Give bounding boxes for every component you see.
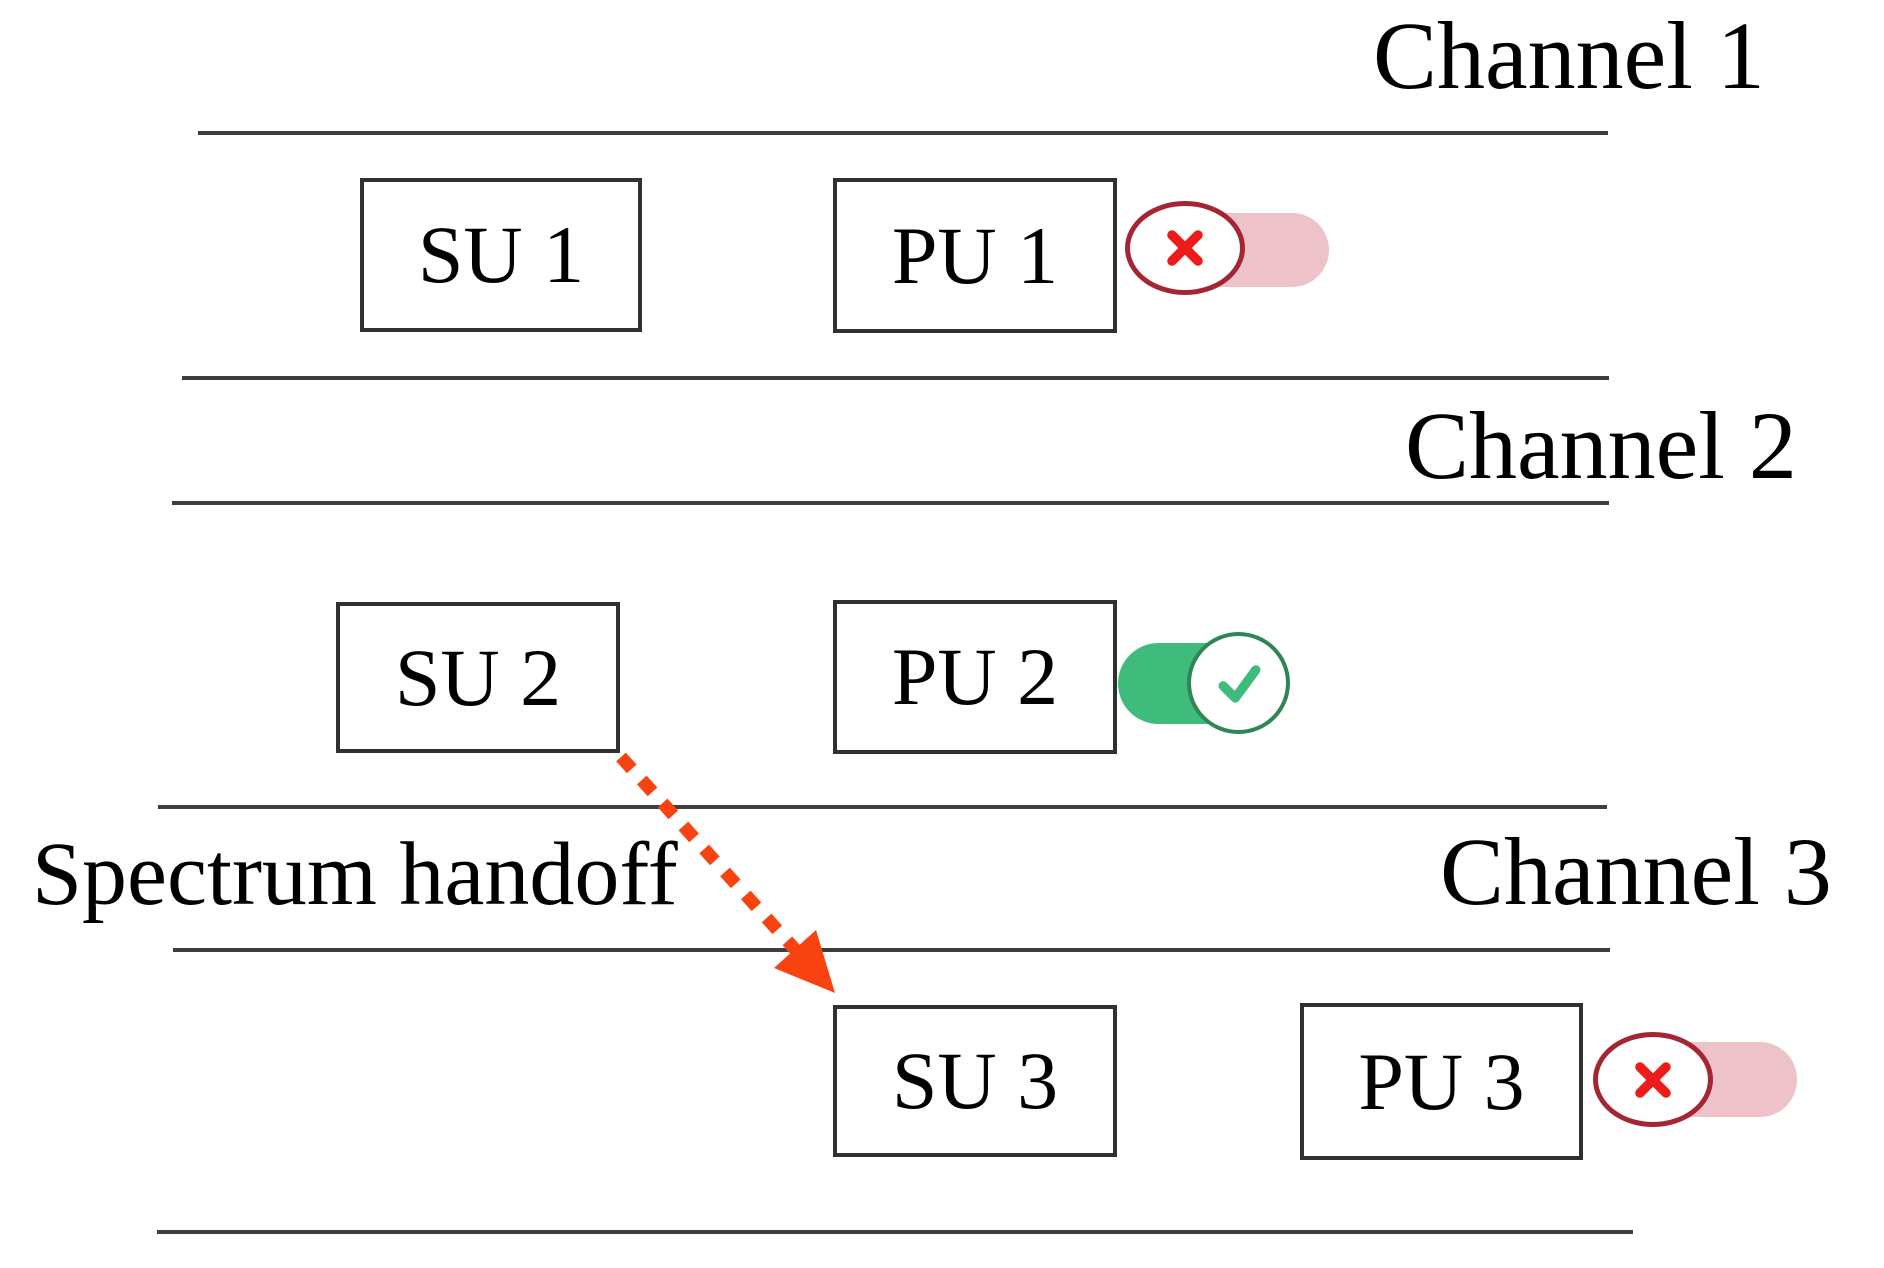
pu3-toggle-knob bbox=[1593, 1032, 1713, 1127]
su3-label: SU 3 bbox=[891, 1035, 1059, 1126]
su2-label: SU 2 bbox=[394, 631, 562, 723]
x-icon bbox=[1167, 230, 1203, 266]
pu2-box: PU 2 bbox=[833, 600, 1117, 754]
pu3-box: PU 3 bbox=[1300, 1003, 1583, 1160]
pu1-box: PU 1 bbox=[833, 178, 1117, 333]
channel-1-bottom-line bbox=[182, 376, 1609, 380]
channel-3-bottom-line bbox=[157, 1230, 1633, 1234]
su1-label: SU 1 bbox=[417, 209, 585, 300]
channel-1-top-line bbox=[198, 131, 1608, 135]
channel-3-label: Channel 3 bbox=[1440, 818, 1832, 925]
pu3-toggle-off[interactable] bbox=[1593, 1032, 1797, 1127]
channel-2-label: Channel 2 bbox=[1405, 392, 1797, 499]
pu1-toggle-off[interactable] bbox=[1125, 201, 1330, 296]
pu2-toggle-knob bbox=[1187, 632, 1290, 734]
su2-box: SU 2 bbox=[336, 602, 620, 753]
pu3-label: PU 3 bbox=[1358, 1035, 1525, 1127]
channel-2-bottom-line bbox=[158, 805, 1607, 809]
pu1-label: PU 1 bbox=[891, 209, 1059, 301]
x-icon bbox=[1635, 1061, 1671, 1098]
channel-1-label: Channel 1 bbox=[1373, 2, 1765, 109]
spectrum-handoff-label: Spectrum handoff bbox=[32, 825, 678, 924]
channel-3-top-line bbox=[173, 948, 1610, 952]
pu2-label: PU 2 bbox=[891, 631, 1059, 722]
su3-box: SU 3 bbox=[833, 1005, 1117, 1157]
arrowhead-icon bbox=[774, 930, 835, 993]
check-icon bbox=[1217, 665, 1260, 703]
pu2-toggle-on[interactable] bbox=[1118, 632, 1290, 735]
pu1-toggle-knob bbox=[1125, 201, 1245, 295]
su1-box: SU 1 bbox=[360, 178, 642, 332]
channel-2-top-line bbox=[172, 501, 1609, 505]
